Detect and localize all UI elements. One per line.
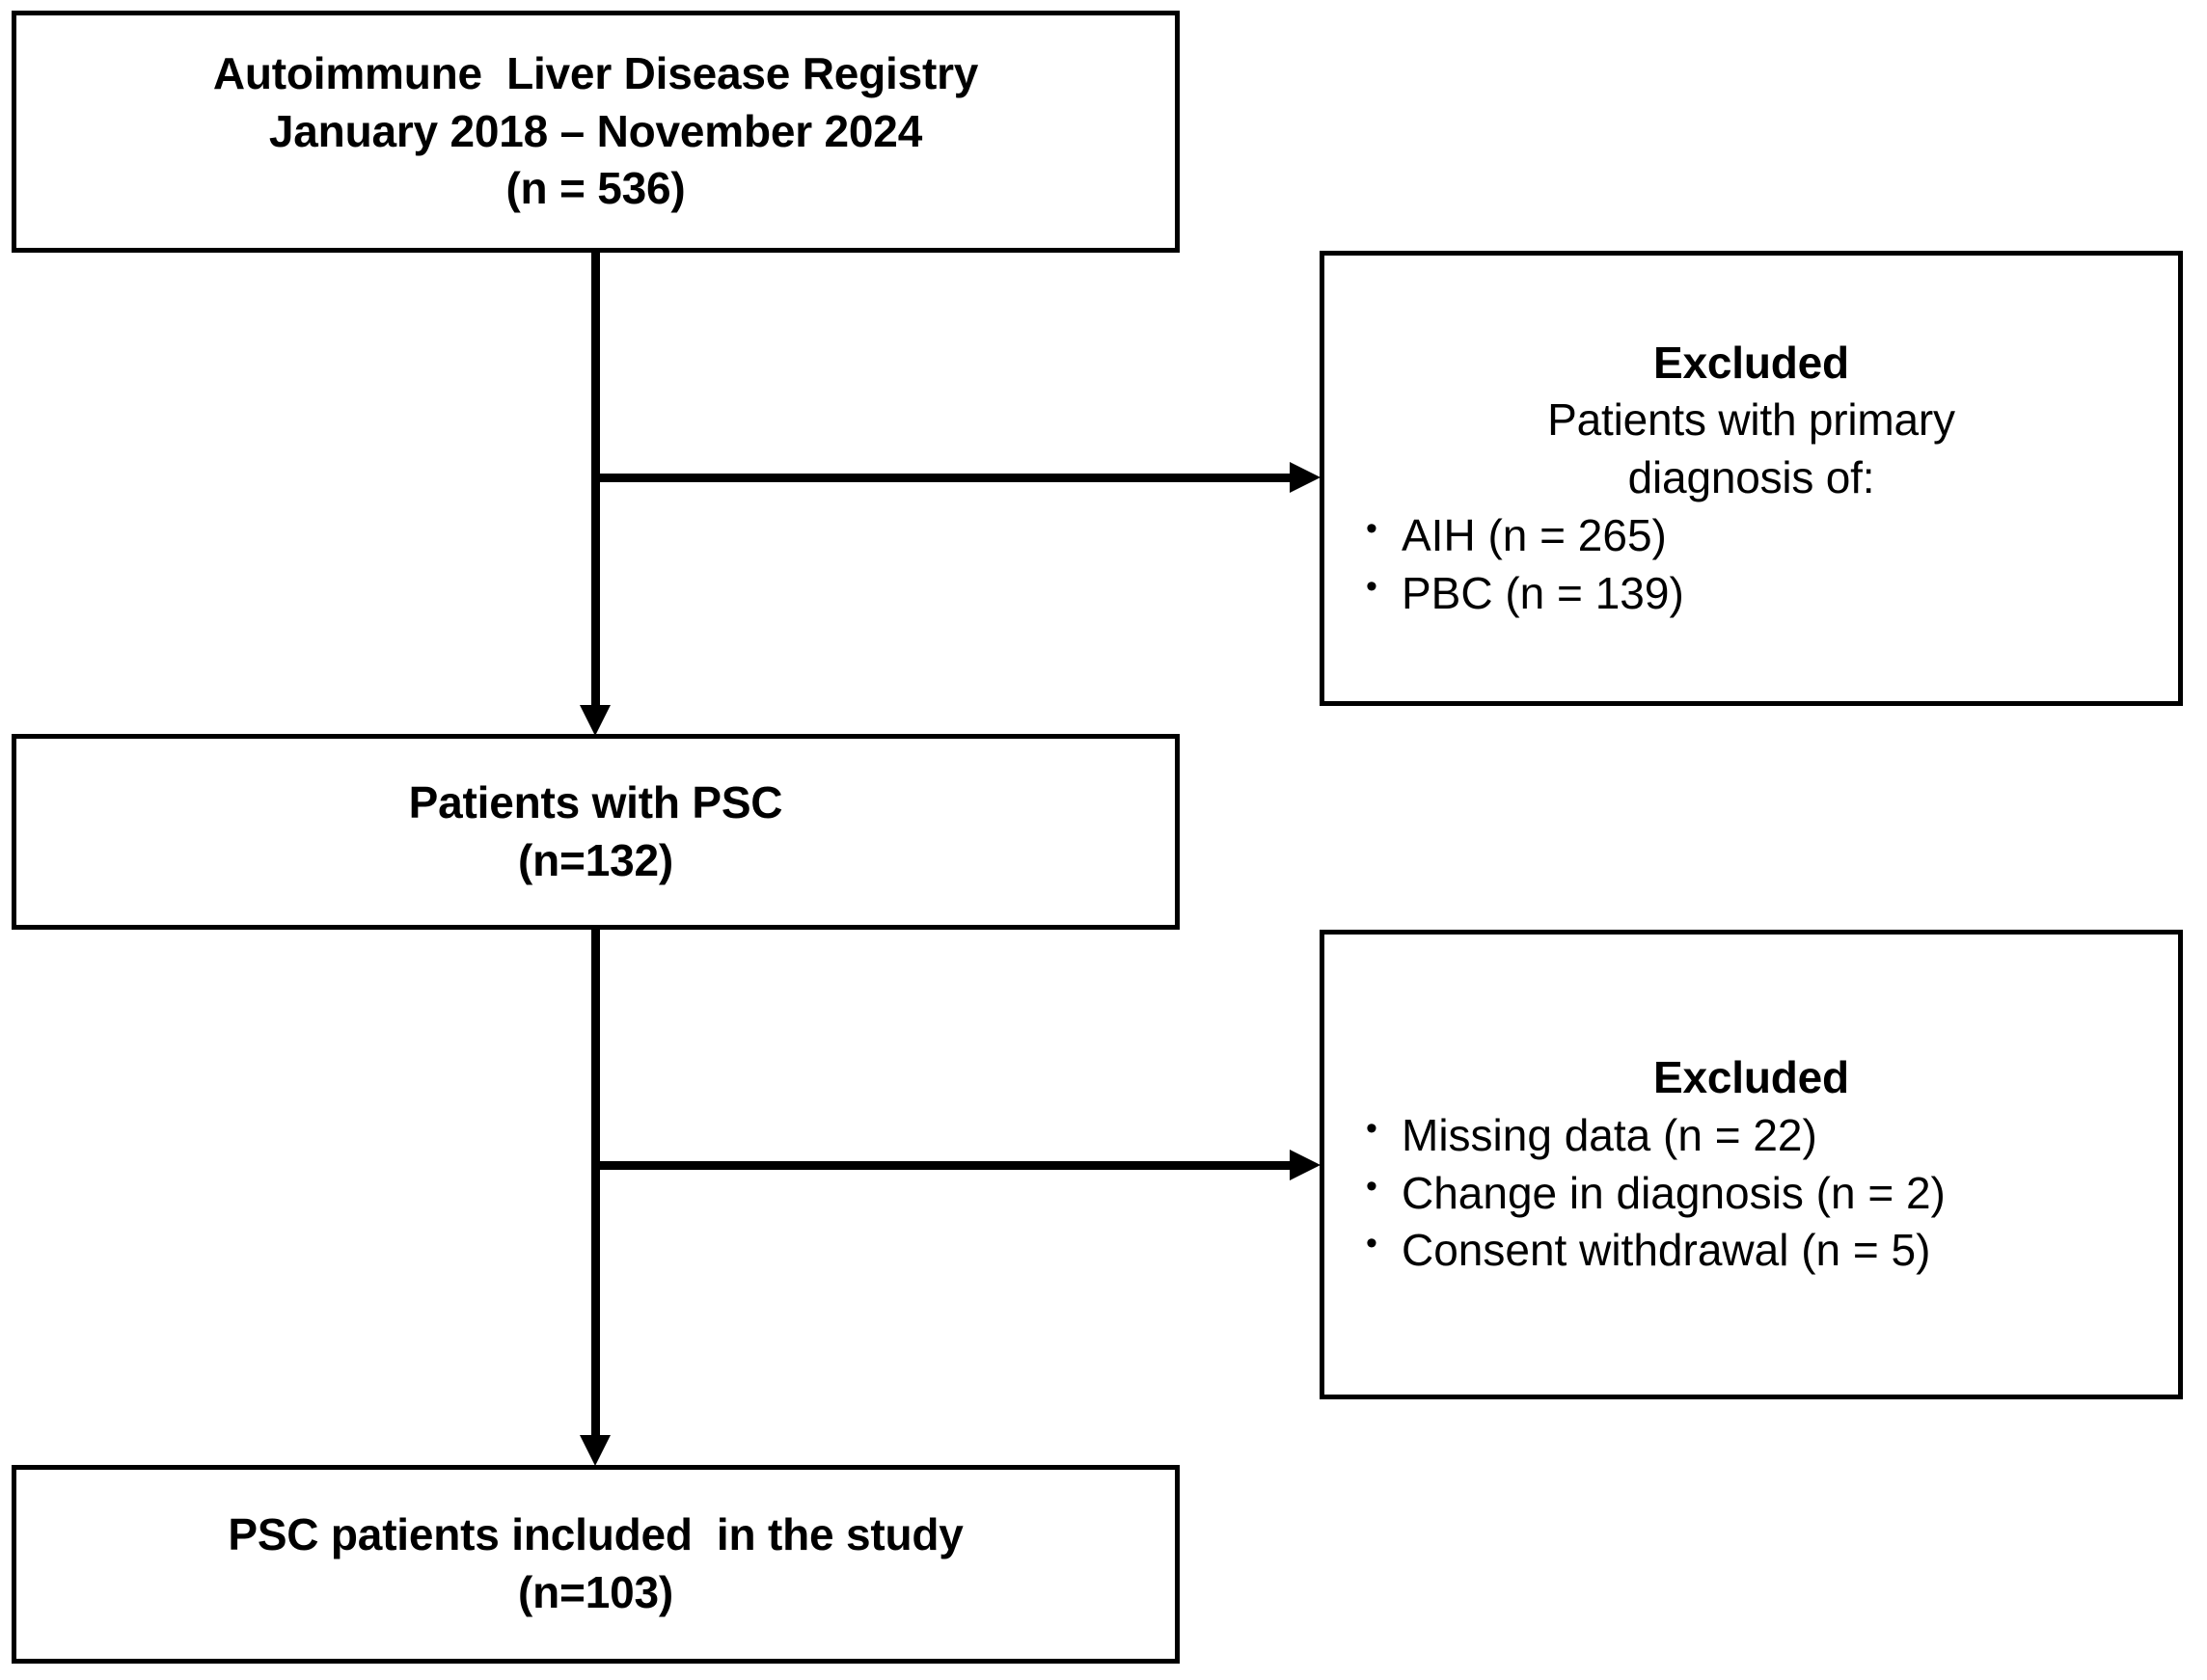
connector-branch-to-excluded-first bbox=[595, 474, 1294, 482]
excluded-first-heading: Excluded bbox=[1653, 337, 1849, 388]
connector-psc-to-included bbox=[591, 930, 600, 1436]
node-excluded-second-box: Excluded • Missing data (n = 22) • Chang… bbox=[1320, 930, 2183, 1399]
bullet-icon: • bbox=[1366, 1225, 1377, 1262]
arrowhead-down-icon bbox=[580, 705, 611, 736]
excluded-first-subtitle-1: Patients with primary bbox=[1547, 394, 1955, 446]
arrowhead-down-icon bbox=[580, 1435, 611, 1466]
list-item: • Missing data (n = 22) bbox=[1342, 1107, 2161, 1165]
psc-label: Patients with PSC bbox=[408, 776, 783, 827]
node-psc-content: Patients with PSC (n=132) bbox=[16, 774, 1175, 890]
psc-count: (n=132) bbox=[518, 834, 673, 885]
connector-branch-to-excluded-second bbox=[595, 1161, 1294, 1170]
node-excluded-first-content: Excluded Patients with primary diagnosis… bbox=[1324, 335, 2178, 623]
excluded-second-bullet-list: • Missing data (n = 22) • Change in diag… bbox=[1342, 1107, 2161, 1280]
list-item: • PBC (n = 139) bbox=[1342, 565, 2161, 623]
included-label: PSC patients included in the study bbox=[228, 1509, 964, 1560]
node-included-box: PSC patients included in the study (n=10… bbox=[12, 1465, 1180, 1664]
node-registry-box: Autoimmune Liver Disease Registry Januar… bbox=[12, 11, 1180, 253]
bullet-icon: • bbox=[1366, 567, 1377, 605]
node-excluded-first-box: Excluded Patients with primary diagnosis… bbox=[1320, 251, 2183, 706]
arrowhead-right-icon bbox=[1290, 1150, 1321, 1180]
node-included-content: PSC patients included in the study (n=10… bbox=[16, 1506, 1175, 1622]
list-item: • Consent withdrawal (n = 5) bbox=[1342, 1222, 2161, 1280]
excluded-first-bullet-list: • AIH (n = 265) • PBC (n = 139) bbox=[1342, 507, 2161, 623]
node-excluded-second-content: Excluded • Missing data (n = 22) • Chang… bbox=[1324, 1049, 2178, 1280]
list-item: • Change in diagnosis (n = 2) bbox=[1342, 1165, 2161, 1223]
registry-line-2: January 2018 – November 2024 bbox=[268, 105, 923, 156]
excluded-second-bullet-2: Change in diagnosis (n = 2) bbox=[1402, 1167, 1946, 1218]
excluded-second-heading: Excluded bbox=[1653, 1051, 1849, 1102]
registry-count: (n = 536) bbox=[505, 163, 686, 214]
excluded-second-bullet-3: Consent withdrawal (n = 5) bbox=[1402, 1225, 1931, 1276]
registry-line-1: Autoimmune Liver Disease Registry bbox=[212, 47, 979, 98]
excluded-first-bullet-2: PBC (n = 139) bbox=[1402, 567, 1684, 618]
bullet-icon: • bbox=[1366, 509, 1377, 547]
excluded-first-subtitle-2: diagnosis of: bbox=[1627, 452, 1875, 503]
list-item: • AIH (n = 265) bbox=[1342, 507, 2161, 565]
arrowhead-right-icon bbox=[1290, 462, 1321, 493]
node-registry-content: Autoimmune Liver Disease Registry Januar… bbox=[16, 45, 1175, 218]
node-psc-box: Patients with PSC (n=132) bbox=[12, 734, 1180, 930]
included-count: (n=103) bbox=[518, 1567, 673, 1617]
bullet-icon: • bbox=[1366, 1167, 1377, 1205]
excluded-second-bullet-1: Missing data (n = 22) bbox=[1402, 1109, 1817, 1160]
excluded-first-bullet-1: AIH (n = 265) bbox=[1402, 509, 1667, 560]
bullet-icon: • bbox=[1366, 1109, 1377, 1147]
